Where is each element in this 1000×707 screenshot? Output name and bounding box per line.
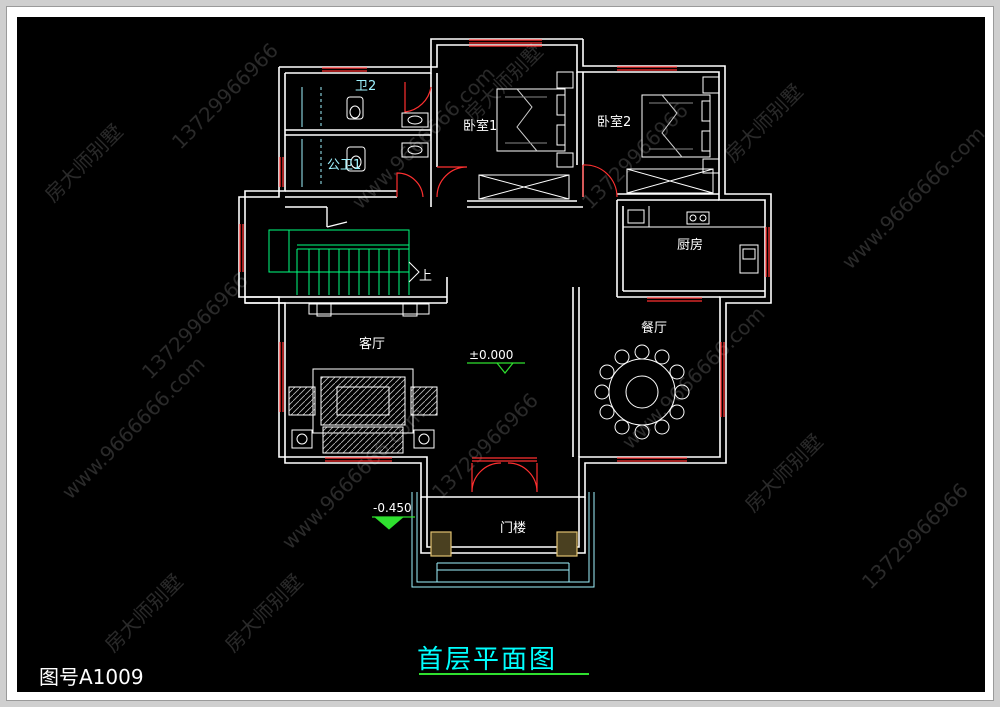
porch-steps (411, 492, 595, 588)
window-right-kitchen (765, 227, 770, 277)
doors (396, 82, 618, 493)
window-top-bedroom2 (617, 66, 677, 71)
room-label-porch: 门楼 (500, 521, 527, 536)
stair-up-label: 上 (419, 269, 433, 284)
title-underline (419, 673, 589, 675)
window-left-stair (239, 224, 244, 272)
room-label-bedroom1: 卧室1 (463, 119, 498, 134)
drawing-number: 图号A1009 (39, 665, 144, 689)
door-bedroom1 (436, 166, 468, 198)
window-left-bath (279, 157, 284, 187)
room-label-public-bath: 公卫1 (327, 158, 362, 173)
bedroom1-bed (478, 71, 574, 200)
level-marker-outdoor (372, 516, 415, 530)
window-main-door (472, 457, 537, 462)
window-bottom-living (325, 457, 392, 462)
stair-treads (308, 249, 410, 295)
stair-walls (285, 206, 348, 228)
window-left-living (279, 342, 284, 412)
window-bottom-dining (617, 457, 687, 462)
cad-canvas: 房大师别墅 13729966966 www.9666666.com 137299… (17, 17, 985, 692)
bedroom2-bed (626, 76, 720, 194)
floor-plan (238, 38, 772, 588)
room-label-bathroom2: 卫2 (355, 79, 377, 94)
interior-walls (245, 72, 765, 457)
level-marker-floor (467, 362, 525, 374)
door-bath2 (404, 82, 432, 113)
room-label-living: 客厅 (359, 337, 386, 352)
outdoor-level-text: -0.450 (373, 501, 412, 515)
drawing-frame: 房大师别墅 13729966966 www.9666666.com 137299… (6, 6, 994, 701)
window-right-dining (720, 342, 725, 417)
room-label-bedroom2: 卧室2 (597, 115, 632, 130)
door-bedroom2 (582, 164, 618, 198)
window-top-bedroom1 (469, 39, 542, 47)
door-main-left (471, 462, 502, 493)
floor-level-text: ±0.000 (469, 348, 514, 362)
room-label-kitchen: 厨房 (677, 238, 704, 253)
porch-columns (430, 531, 578, 557)
dining-table (594, 344, 690, 440)
bathroom-fixtures (301, 87, 429, 187)
living-furniture (288, 303, 438, 454)
door-main-right (507, 462, 538, 493)
staircase (268, 229, 420, 295)
kitchen-fixtures (623, 206, 765, 274)
windows (239, 39, 770, 462)
room-label-dining: 餐厅 (641, 321, 668, 336)
door-public-bath (396, 172, 424, 198)
window-kitchen-dining (647, 297, 702, 302)
drawing-title: 首层平面图 (417, 645, 558, 675)
window-top-bath (322, 67, 367, 72)
exterior-walls (238, 38, 772, 554)
